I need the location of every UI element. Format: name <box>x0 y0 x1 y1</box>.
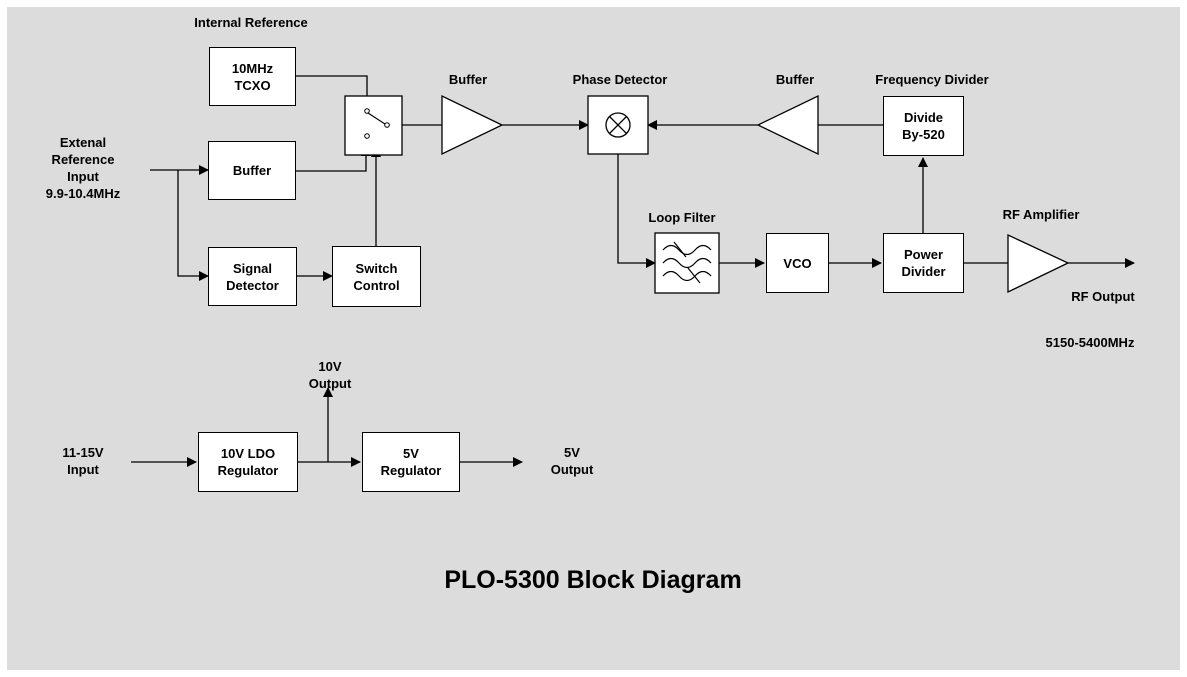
external-buffer-box: Buffer <box>208 141 296 200</box>
tcxo-box: 10MHz TCXO <box>209 47 296 106</box>
loop-filter-symbol <box>654 232 720 294</box>
vco-box: VCO <box>766 233 829 293</box>
rf-output-label: RF Output <box>1071 289 1135 304</box>
power-divider-box: Power Divider <box>883 233 964 293</box>
feedback-buffer-symbol <box>756 94 819 156</box>
signal-detector-box: Signal Detector <box>208 247 297 306</box>
phase-detector-label: Phase Detector <box>572 72 668 87</box>
external-reference-label: Extenal Reference Input 9.9-10.4MHz <box>45 135 121 201</box>
rf-switch <box>344 95 403 156</box>
loop-filter-label: Loop Filter <box>648 210 716 225</box>
buffer-label: Buffer <box>448 72 488 87</box>
internal-reference-label: Internal Reference <box>194 15 308 30</box>
rf-range-label: 5150-5400MHz <box>1045 335 1135 350</box>
diagram-title: PLO-5300 Block Diagram <box>444 566 742 594</box>
rf-amplifier-label: RF Amplifier <box>1002 207 1080 222</box>
buffer-amplifier-symbol <box>441 94 504 156</box>
phase-detector-symbol <box>587 95 649 155</box>
signal-wires <box>131 75 1135 467</box>
ldo-regulator-box: 10V LDO Regulator <box>198 432 298 492</box>
rf-amplifier-symbol <box>1007 233 1070 294</box>
divide-by-box: Divide By-520 <box>883 96 964 156</box>
switch-control-box: Switch Control <box>332 246 421 307</box>
ten-v-output-label: 10V Output <box>308 359 352 391</box>
five-v-regulator-box: 5V Regulator <box>362 432 460 492</box>
feedback-buffer-label: Buffer <box>775 72 815 87</box>
frequency-divider-label: Frequency Divider <box>875 72 989 87</box>
input-voltage-label: 11-15V Input <box>62 445 104 477</box>
five-v-output-label: 5V Output <box>550 445 594 477</box>
